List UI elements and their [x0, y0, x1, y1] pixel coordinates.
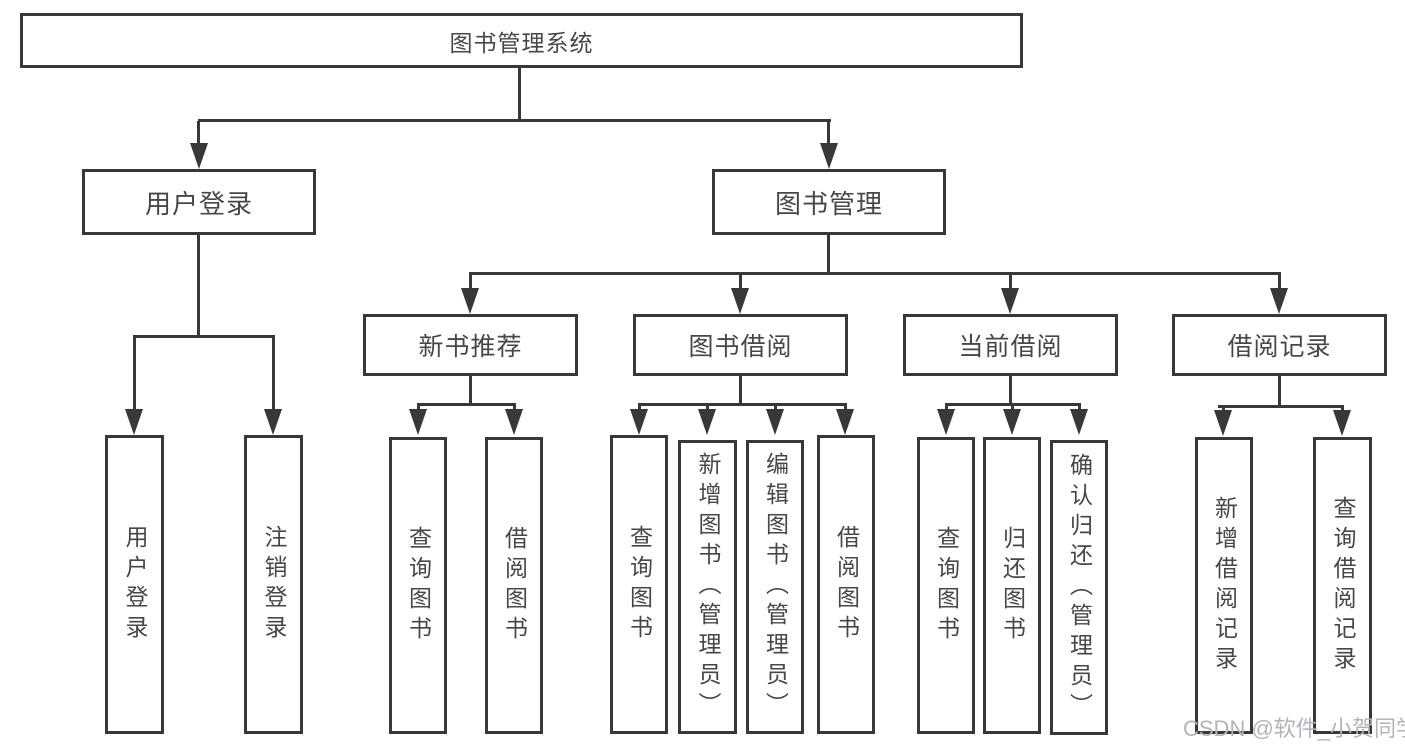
arrowhead-nb-borrow [505, 409, 523, 435]
leaf-bb-borrow-books: 借阅图书 [817, 435, 875, 734]
connector-drop-cb-query [945, 405, 948, 411]
connector-newbook-bar [417, 403, 516, 406]
leaf-cb-confirm-return-admin: 确认归还（管理员） [1050, 440, 1108, 735]
leaf-br-query-record-label: 查询借阅记录 [1330, 495, 1356, 676]
leaf-bb-edit-books-admin-label: 编辑图书（管理员） [762, 452, 789, 722]
arrowhead-leaf-user-login [125, 409, 143, 435]
arrowhead-bb-edit [766, 409, 784, 435]
arrowhead-borrow-records [1270, 288, 1288, 314]
leaf-bb-query-books-label: 查询图书 [626, 524, 653, 645]
arrowhead-bb-add [698, 409, 716, 435]
arrowhead-br-query [1333, 410, 1351, 436]
node-current-borrow: 当前借阅 [903, 314, 1118, 376]
connector-bookborrow-stem [739, 376, 742, 405]
connector-drop-book-management [827, 121, 830, 145]
leaf-nb-borrow-books: 借阅图书 [485, 437, 543, 734]
connector-drop-br-query [1341, 407, 1344, 412]
arrowhead-current-borrow [1001, 288, 1019, 314]
arrowhead-br-add [1214, 410, 1232, 436]
arrowhead-book-management [820, 143, 838, 169]
connector-drop-leaf-logout [272, 337, 275, 411]
connector-drop-user-login [197, 121, 200, 145]
connector-drop-bb-edit [774, 405, 777, 411]
connector-drop-new-book [469, 274, 472, 290]
connector-drop-nb-query [417, 405, 420, 411]
node-book-management: 图书管理 [712, 169, 946, 235]
leaf-cb-query-books-label: 查询图书 [933, 525, 960, 646]
connector-level3-bar [469, 272, 1281, 275]
leaf-bb-edit-books-admin: 编辑图书（管理员） [746, 440, 804, 734]
connector-currentborrow-bar [945, 403, 1081, 406]
leaf-bb-add-books-admin-label: 新增图书（管理员） [695, 452, 721, 722]
connector-drop-bb-borrow [844, 405, 847, 411]
connector-root-stem [518, 66, 521, 121]
connector-drop-bb-add [706, 405, 709, 411]
connector-drop-cb-confirm [1078, 405, 1081, 411]
leaf-user-login-label: 用户登录 [122, 524, 148, 645]
connector-borrowrecords-stem [1278, 376, 1281, 407]
leaf-user-login: 用户登录 [105, 435, 164, 734]
connector-currentborrow-stem [1009, 376, 1012, 405]
leaf-cb-return-books: 归还图书 [983, 437, 1041, 734]
arrowhead-nb-query [409, 409, 427, 435]
leaf-br-add-record: 新增借阅记录 [1195, 437, 1253, 734]
arrowhead-bb-query [630, 409, 648, 435]
leaf-logout: 注销登录 [244, 435, 303, 734]
leaf-bb-borrow-books-label: 借阅图书 [833, 524, 860, 645]
node-borrow-records-label: 借阅记录 [1227, 333, 1332, 361]
node-root: 图书管理系统 [20, 13, 1023, 68]
leaf-bb-query-books: 查询图书 [610, 435, 668, 734]
connector-drop-bb-query [638, 405, 641, 411]
leaf-br-add-record-label: 新增借阅记录 [1211, 495, 1238, 676]
arrowhead-cb-return [1003, 409, 1021, 435]
node-book-borrow: 图书借阅 [633, 314, 848, 376]
leaf-cb-confirm-return-admin-label: 确认归还（管理员） [1066, 452, 1093, 723]
arrowhead-leaf-logout [264, 409, 282, 435]
node-root-label: 图书管理系统 [449, 29, 594, 56]
connector-drop-cb-return [1011, 405, 1014, 411]
node-current-borrow-label: 当前借阅 [958, 333, 1063, 361]
arrowhead-new-book [461, 288, 479, 314]
leaf-nb-query-books-label: 查询图书 [405, 525, 432, 646]
csdn-watermark: CSDN @软件_小贺同学 [1183, 716, 1405, 741]
node-book-management-label: 图书管理 [774, 188, 883, 219]
arrowhead-bb-borrow [836, 409, 854, 435]
connector-userlogin-stem [197, 235, 200, 337]
node-user-login: 用户登录 [82, 169, 316, 235]
node-book-borrow-label: 图书借阅 [688, 333, 793, 361]
connector-drop-current-borrow [1009, 274, 1012, 290]
leaf-nb-query-books: 查询图书 [389, 437, 447, 734]
connector-userlogin-bar [133, 335, 275, 338]
leaf-cb-return-books-label: 归还图书 [999, 525, 1026, 646]
node-borrow-records: 借阅记录 [1172, 314, 1387, 376]
connector-drop-borrow-records [1278, 274, 1281, 290]
node-user-login-label: 用户登录 [144, 188, 253, 219]
arrowhead-cb-confirm [1070, 409, 1088, 435]
connector-bookborrow-bar [638, 403, 847, 406]
connector-borrowrecords-bar [1218, 405, 1344, 408]
node-new-book-recommend: 新书推荐 [363, 314, 578, 376]
connector-drop-nb-borrow [513, 405, 516, 411]
leaf-nb-borrow-books-label: 借阅图书 [501, 525, 528, 646]
connector-bookmgmt-stem [827, 235, 830, 274]
arrowhead-book-borrow [731, 288, 749, 314]
arrowhead-cb-query [937, 409, 955, 435]
leaf-logout-label: 注销登录 [261, 524, 287, 645]
leaf-cb-query-books: 查询图书 [917, 437, 975, 734]
leaf-br-query-record: 查询借阅记录 [1313, 437, 1372, 734]
connector-newbook-stem [469, 376, 472, 405]
connector-level2-bar [198, 119, 831, 122]
connector-drop-leaf-user-login [133, 337, 136, 411]
arrowhead-user-login [190, 143, 208, 169]
node-new-book-recommend-label: 新书推荐 [418, 333, 523, 361]
connector-drop-br-add [1222, 407, 1225, 412]
connector-drop-book-borrow [739, 274, 742, 290]
leaf-bb-add-books-admin: 新增图书（管理员） [678, 440, 737, 734]
